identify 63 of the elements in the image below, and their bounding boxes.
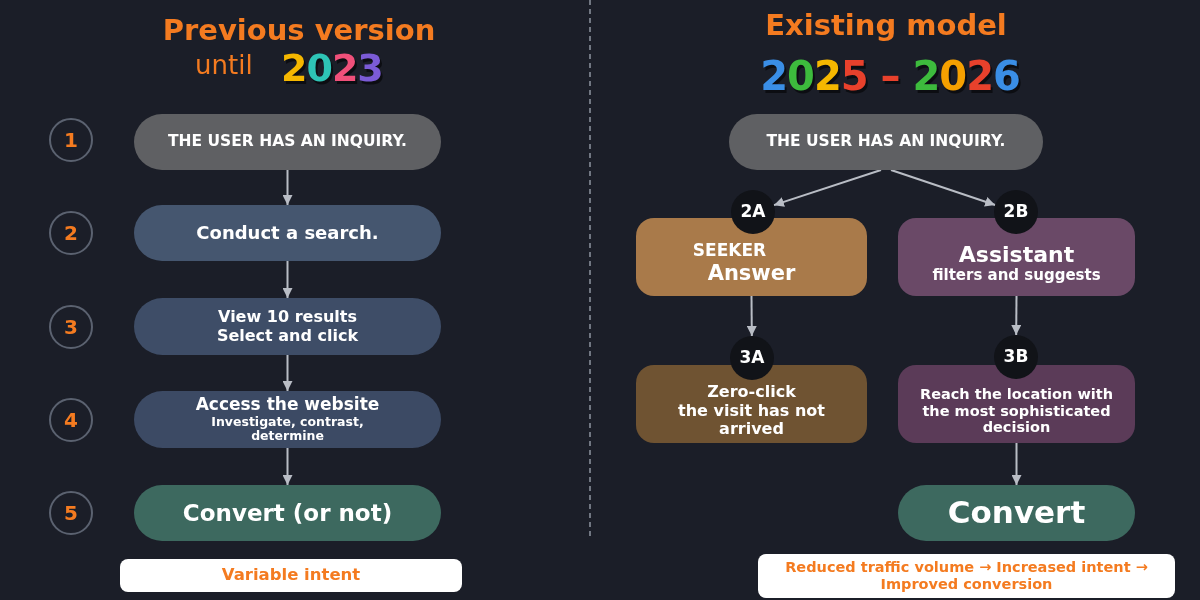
step-badge — [731, 190, 775, 234]
step-text: Access the website — [195, 395, 380, 415]
step-text: View 10 results — [218, 308, 357, 327]
arrow — [282, 354, 293, 392]
process-pill — [134, 485, 441, 541]
step-circle — [49, 118, 93, 162]
step-text: Zero-click — [707, 383, 796, 402]
step-text: Convert (or not) — [182, 499, 393, 527]
step-number: 1 — [64, 128, 78, 152]
section-heading: Previous version — [162, 13, 436, 47]
step-text: filters and suggests — [932, 267, 1101, 285]
year-text: 2023 — [281, 46, 383, 90]
step-text: SEEKER — [692, 241, 767, 261]
step-badge — [994, 190, 1038, 234]
step-circle — [49, 211, 93, 255]
arrow — [1011, 442, 1022, 486]
year-text: 2025 – 2026 — [760, 53, 1020, 99]
step-label: 3A — [739, 348, 765, 368]
process-pill — [134, 298, 441, 355]
step-text: Answer — [707, 260, 796, 285]
process-pill — [134, 205, 441, 261]
process-pill — [898, 485, 1135, 541]
step-text: Select and click — [216, 326, 359, 345]
process-card — [898, 365, 1135, 443]
section-heading: Existing model — [765, 8, 1007, 42]
step-label: 2B — [1003, 202, 1029, 222]
process-pill — [729, 114, 1043, 170]
subheading-text: until — [195, 50, 253, 80]
step-text: THE USER HAS AN INQUIRY. — [168, 133, 407, 151]
arrow — [772, 169, 882, 207]
arrow — [890, 169, 997, 207]
step-text: Convert — [947, 495, 1086, 531]
step-text: Reach the location with the most sophisticated decision — [918, 386, 1115, 436]
process-pill — [134, 391, 441, 448]
note-box — [758, 554, 1175, 598]
note-box — [120, 559, 462, 592]
arrow — [282, 447, 293, 486]
step-text: THE USER HAS AN INQUIRY. — [766, 133, 1006, 151]
step-number: 3 — [64, 315, 78, 339]
note-text: Variable intent — [221, 566, 361, 585]
arrow — [282, 169, 293, 206]
process-pill — [134, 114, 441, 170]
step-label: 3B — [1003, 347, 1029, 367]
arrow — [1011, 295, 1022, 336]
arrow — [282, 260, 293, 299]
step-text: Conduct a search. — [196, 222, 379, 244]
step-text: Investigate, contrast, determine — [210, 414, 365, 444]
note-text: Reduced traffic volume → Increased intent → Improved conversion — [784, 559, 1149, 593]
step-badge — [730, 336, 774, 380]
step-number: 4 — [64, 408, 78, 432]
step-circle — [49, 305, 93, 349]
step-text: the visit has not arrived — [677, 401, 826, 439]
step-circle — [49, 491, 93, 535]
step-badge — [994, 335, 1038, 379]
process-card — [898, 218, 1135, 296]
process-card — [636, 218, 867, 296]
step-text: Assistant — [958, 241, 1075, 267]
step-circle — [49, 398, 93, 442]
process-card — [636, 365, 867, 443]
step-label: 2A — [740, 202, 766, 222]
step-number: 5 — [64, 501, 78, 525]
arrow — [746, 295, 757, 337]
step-number: 2 — [64, 221, 78, 245]
